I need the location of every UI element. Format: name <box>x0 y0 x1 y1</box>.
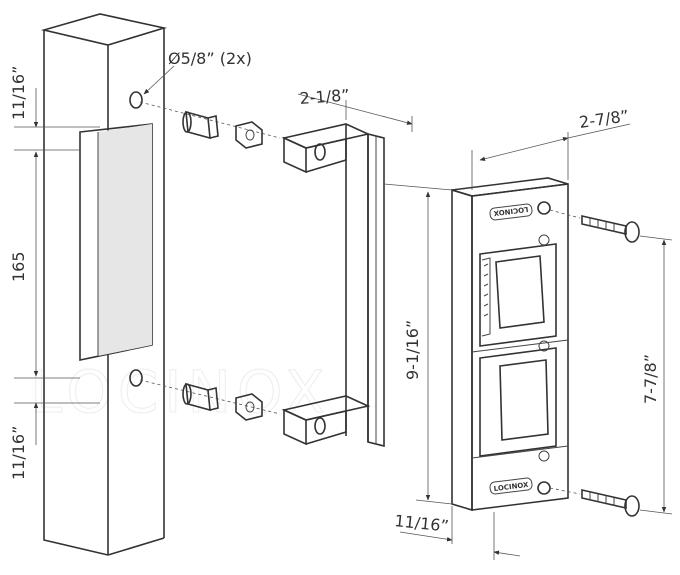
upper-fixing-hole <box>129 91 143 109</box>
upper-screw-axis <box>549 209 581 219</box>
upper-screw <box>549 209 640 243</box>
keeper-top-face <box>451 177 569 197</box>
lower-opening <box>499 359 549 441</box>
bracket-depth-label: 2-1/8” <box>299 86 350 108</box>
mounting-bracket <box>281 123 385 448</box>
cutout-shadow <box>98 124 152 356</box>
bracket-depth-dimension: 2-1/8” <box>297 86 413 132</box>
keeper-middle-mount-hole <box>538 340 550 352</box>
spring-coil-6 <box>483 313 489 317</box>
post-left-edge <box>43 30 109 556</box>
post-bottom-edge <box>107 537 165 556</box>
upper-sleeve-end <box>182 111 192 133</box>
brand-badge-bottom <box>489 477 533 495</box>
keeper-height-ext-top <box>383 183 453 191</box>
keeper-depth-arrow <box>479 137 569 161</box>
bracket-lower-hole <box>314 417 326 435</box>
upper-nut-thread <box>245 129 255 141</box>
lower-sleeve-flange <box>207 386 219 411</box>
upper-axis-line <box>139 101 281 139</box>
lower-screw-shank <box>581 488 627 510</box>
lower-nut-thread <box>245 401 255 413</box>
width-arrow-right <box>493 550 521 557</box>
keeper-lower-mount-hole <box>538 450 550 462</box>
screw-spacing-dimension: 7-7/8” <box>639 235 673 515</box>
lower-insert-nut <box>235 393 263 421</box>
lower-axis-line <box>139 379 281 415</box>
keeper-upper-mount-hole <box>538 234 550 246</box>
watermark: LOCINOX <box>30 358 331 426</box>
upper-sleeve-flange <box>207 114 219 139</box>
screw-spacing-label: 7-7/8” <box>641 354 660 404</box>
keeper-height-ext-bottom <box>415 499 453 505</box>
post-top-face <box>40 13 168 46</box>
hole-diameter-callout: Ø5/8” (2x) <box>143 49 252 95</box>
brand-label-bottom: LOCINOX <box>493 481 529 493</box>
keeper-side-face <box>451 188 473 512</box>
upper-screw-shank <box>581 214 627 236</box>
square-post <box>40 13 168 556</box>
lower-screw-head <box>624 495 640 517</box>
keeper-height-dimension: 9-1/16” <box>383 183 453 505</box>
electric-keeper: LOCINOX LOCINOX <box>451 177 569 512</box>
hole-leader-line <box>143 65 175 95</box>
lower-fixing-set <box>139 379 281 421</box>
lower-housing <box>479 347 557 457</box>
bracket-depth-arrow <box>297 93 413 125</box>
brand-label-top: LOCINOX <box>492 205 528 217</box>
bracket-upper-tab-side <box>283 136 307 174</box>
post-bottom-offset-label: 11/16” <box>9 426 28 480</box>
post-top-offset-label: 11/16” <box>9 66 28 120</box>
upper-screw-head <box>624 221 640 243</box>
keeper-bottom-screw-hole <box>537 481 551 495</box>
keeper-depth-leader <box>567 123 631 139</box>
latch-opening <box>495 255 545 329</box>
cutout-height-label: 165 <box>9 251 28 282</box>
spring-coil-1 <box>483 263 489 267</box>
bracket-upper-hole <box>314 143 326 161</box>
spring-coil-2 <box>483 273 489 277</box>
keeper-depth-dimension: 2-7/8” <box>471 106 631 190</box>
plate-joint-2 <box>471 445 569 459</box>
latch-spring <box>481 257 491 337</box>
keeper-height-label: 9-1/16” <box>403 320 422 380</box>
keeper-width-dimension: 11/16” <box>394 506 521 560</box>
spring-coil-5 <box>483 303 489 307</box>
lower-screw <box>549 487 640 517</box>
bracket-upper-tab-front <box>305 138 347 173</box>
lower-screw-axis <box>549 487 581 495</box>
spring-coil-4 <box>483 293 489 297</box>
width-arrow-left <box>399 531 453 542</box>
plate-joint-1 <box>471 339 569 353</box>
spring-coil-3 <box>483 283 489 287</box>
post-dimensions: 11/16” 165 11/16” <box>9 66 100 480</box>
screw-ext-top <box>639 235 673 241</box>
lower-sleeve-end <box>182 383 192 405</box>
keeper-top-screw-hole <box>537 201 551 215</box>
hole-diameter-label: Ø5/8” (2x) <box>168 49 252 68</box>
lower-fixing-hole <box>129 369 143 387</box>
keeper-front-plate <box>471 183 569 511</box>
latch-housing <box>479 243 557 347</box>
keeper-depth-label: 2-7/8” <box>578 106 630 132</box>
upper-insert-nut <box>235 121 263 149</box>
screw-ext-bottom <box>639 509 673 515</box>
upper-fixing-set <box>139 101 281 149</box>
brand-badge-top <box>489 203 533 221</box>
